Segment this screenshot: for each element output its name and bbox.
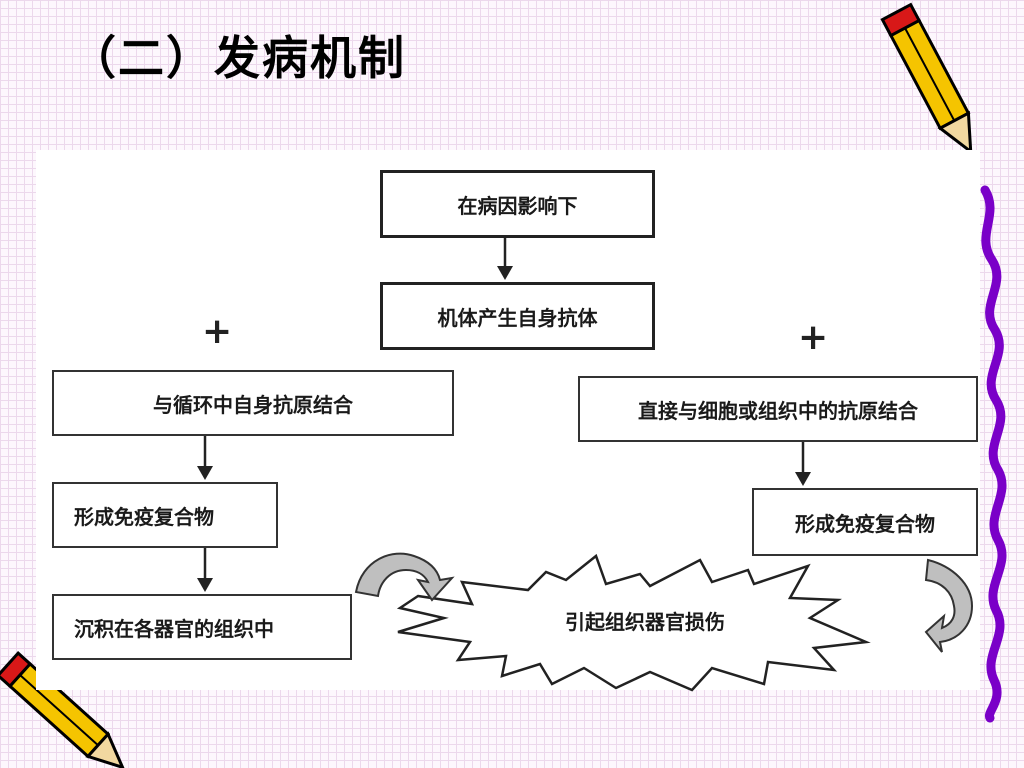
box-left-deposit-in-tissue: 沉积在各器官的组织中 (52, 594, 352, 660)
slide-title: （二）发病机制 (70, 31, 406, 85)
box-right-immune-complex: 形成免疫复合物 (752, 488, 978, 556)
plus-sign-right: + (798, 317, 829, 358)
box-cause: 在病因影响下 (380, 170, 655, 238)
plus-sign-left: + (202, 311, 233, 352)
outcome-label: 引起组织器官损伤 (565, 610, 725, 634)
box-left-immune-complex: 形成免疫复合物 (52, 482, 278, 548)
box-autoantibody: 机体产生自身抗体 (380, 282, 655, 350)
box-right-bind-tissue-antigen: 直接与细胞或组织中的抗原结合 (578, 376, 978, 442)
box-left-bind-circulating-antigen: 与循环中自身抗原结合 (52, 370, 454, 436)
